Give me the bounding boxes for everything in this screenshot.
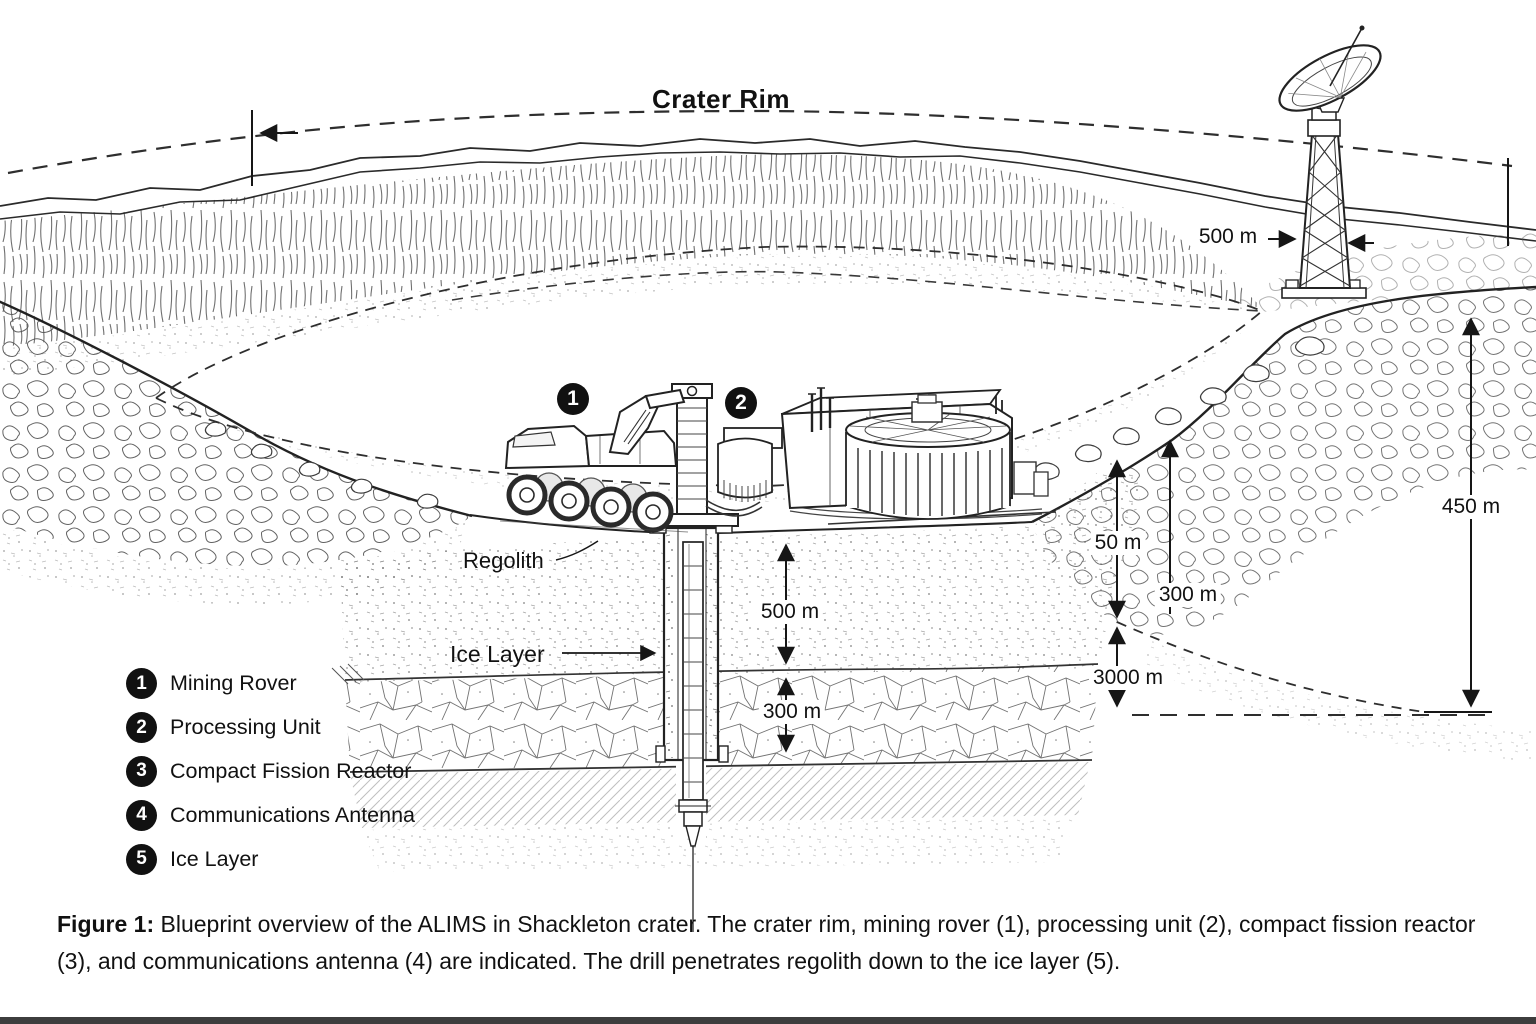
legend-label-1: Mining Rover bbox=[170, 671, 297, 696]
legend-item-communications-antenna: 4 Communications Antenna bbox=[126, 793, 415, 837]
far-crater-wall bbox=[0, 138, 1536, 376]
ice-thickness-label: 300 m bbox=[758, 700, 826, 724]
regolith-depth-label: 500 m bbox=[756, 600, 824, 624]
bottom-border bbox=[0, 1017, 1536, 1024]
legend-label-2: Processing Unit bbox=[170, 715, 321, 740]
rim-ticks bbox=[251, 110, 1509, 246]
legend-number-3: 3 bbox=[126, 755, 157, 787]
legend: 1 Mining Rover 2 Processing Unit 3 Compa… bbox=[126, 662, 415, 881]
sub-ice-band bbox=[350, 762, 1090, 872]
legend-item-fission-reactor: 3 Compact Fission Reactor bbox=[126, 750, 415, 794]
legend-label-5: Ice Layer bbox=[170, 846, 259, 871]
rim-upper-label: 50 m bbox=[1090, 531, 1146, 555]
rim-mid-label: 300 m bbox=[1154, 583, 1222, 607]
floor-width-label: 3000 m bbox=[1088, 666, 1168, 690]
legend-number-4: 4 bbox=[126, 799, 157, 831]
marker-processing-unit: 2 bbox=[725, 387, 757, 419]
drill-rig bbox=[645, 383, 739, 932]
caption-body: Blueprint overview of the ALIMS in Shack… bbox=[57, 911, 1476, 974]
legend-number-5: 5 bbox=[126, 843, 157, 875]
ice-layer-label: Ice Layer bbox=[450, 641, 545, 667]
legend-item-mining-rover: 1 Mining Rover bbox=[126, 662, 415, 706]
figure-caption: Figure 1: Blueprint overview of the ALIM… bbox=[57, 906, 1485, 980]
legend-label-4: Communications Antenna bbox=[170, 802, 416, 827]
legend-number-1: 1 bbox=[126, 668, 157, 700]
marker-mining-rover: 1 bbox=[557, 383, 589, 415]
mining-rover bbox=[499, 388, 689, 533]
legend-number-2: 2 bbox=[126, 712, 157, 744]
legend-item-ice-layer: 5 Ice Layer bbox=[126, 837, 415, 881]
crater-depth-label: 450 m bbox=[1437, 495, 1505, 519]
legend-item-processing-unit: 2 Processing Unit bbox=[126, 706, 415, 750]
ice-band bbox=[331, 663, 1099, 773]
antenna-height-label: 500 m bbox=[1194, 225, 1262, 249]
caption-prefix: Figure 1: bbox=[57, 911, 161, 937]
regolith-label: Regolith bbox=[463, 548, 544, 573]
crater-rim-label: Crater Rim bbox=[652, 84, 790, 114]
communications-antenna bbox=[1278, 25, 1382, 299]
processing-unit bbox=[705, 387, 1057, 525]
legend-label-3: Compact Fission Reactor bbox=[170, 758, 412, 783]
